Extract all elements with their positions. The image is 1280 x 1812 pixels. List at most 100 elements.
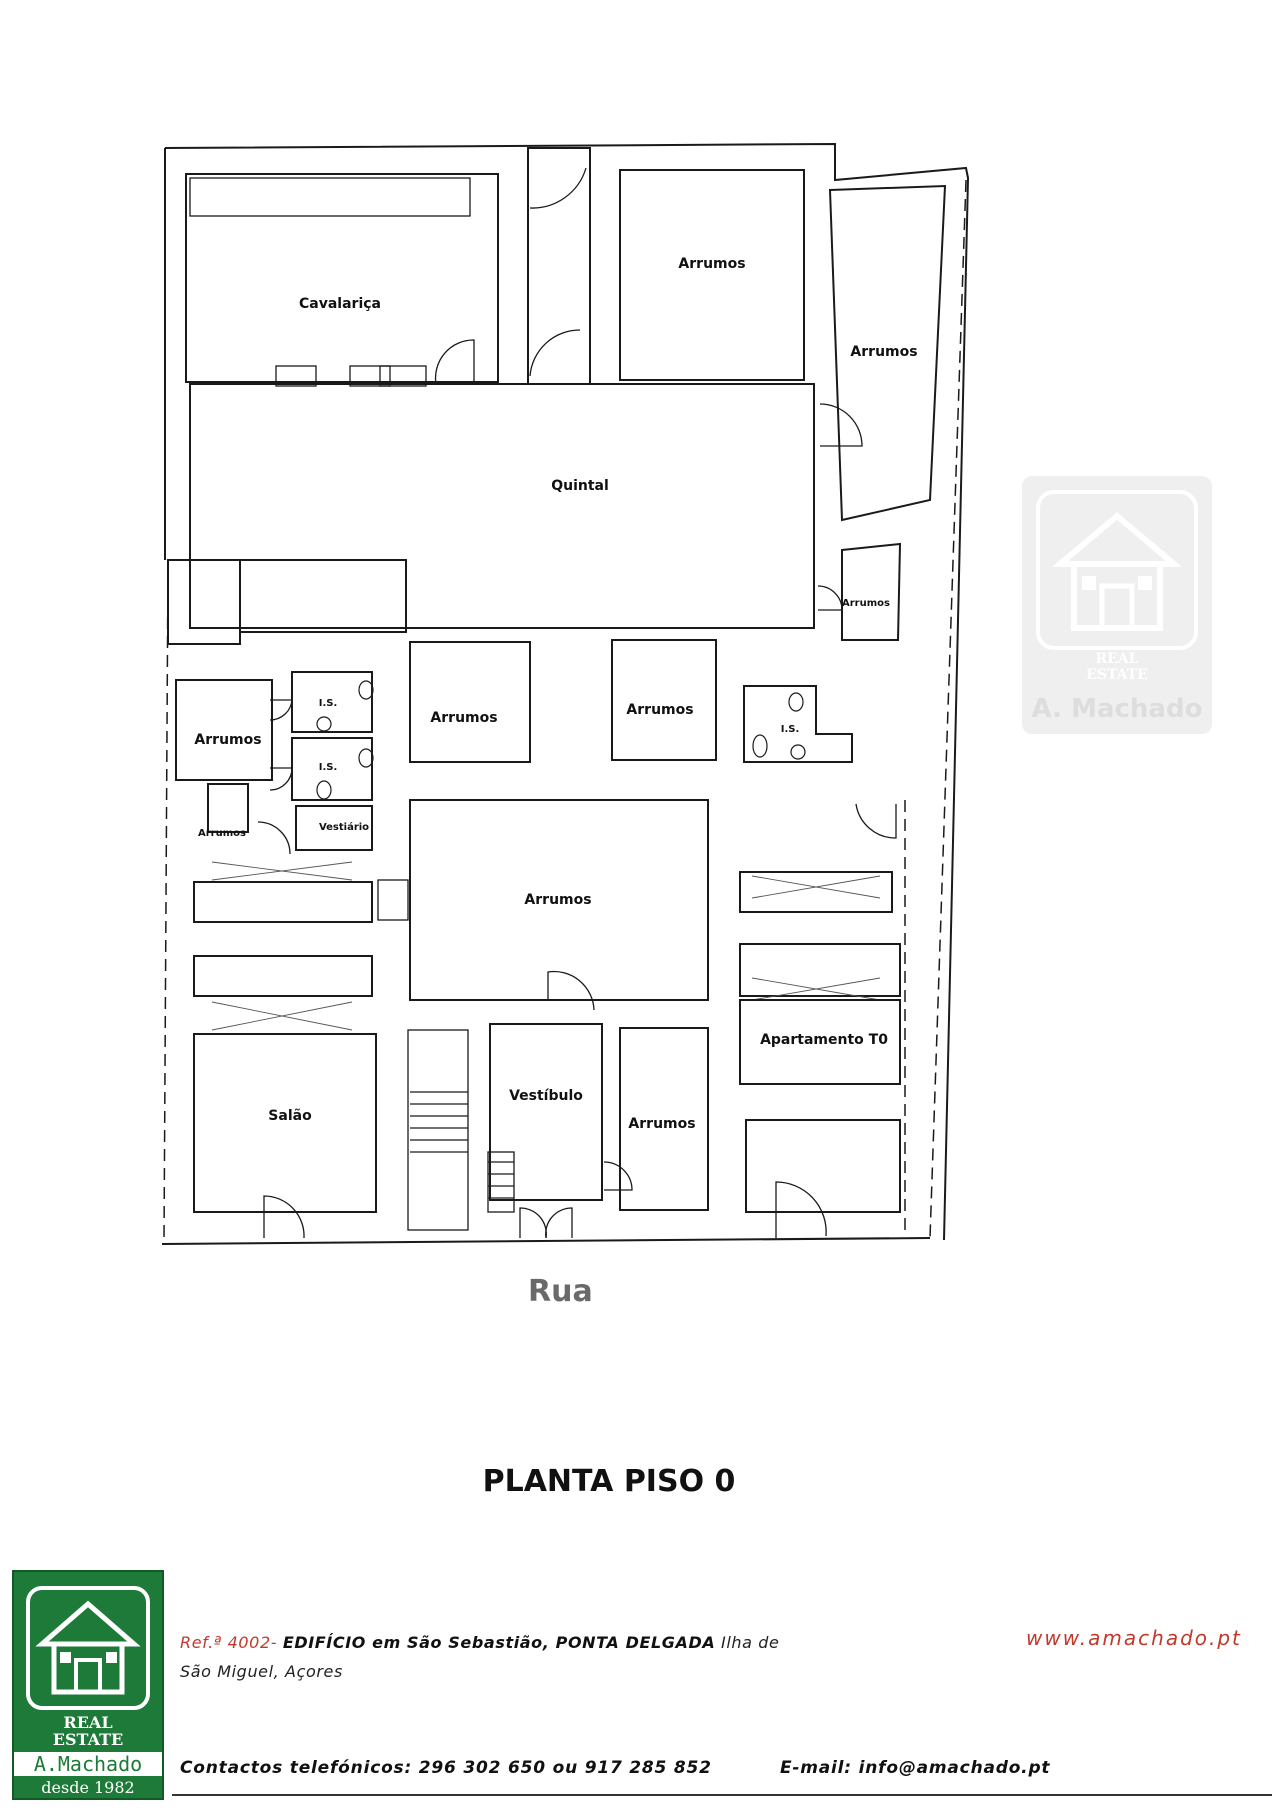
label-arrumos-center-left: Arrumos [430, 710, 497, 726]
watermark-frame [1036, 490, 1198, 650]
label-is-right: I.S. [781, 724, 800, 735]
door-vestibulo-side [603, 1161, 633, 1191]
room-left-connector [239, 559, 407, 633]
label-quintal: Quintal [551, 478, 609, 494]
label-arrumos-right-top: Arrumos [850, 344, 917, 360]
room-left-upper [167, 559, 241, 645]
house-icon [1051, 512, 1183, 631]
toilet-fixture-7 [790, 744, 806, 760]
toilet-fixture-3 [358, 748, 374, 768]
central-notch [377, 879, 409, 921]
label-vestiario: Vestiário [319, 821, 369, 833]
toilet-fixture-2 [316, 716, 332, 732]
beam-right-1 [739, 871, 893, 913]
door-arrumos-small [817, 585, 843, 611]
room-arrumos-top [619, 169, 805, 381]
toilet-fixture-1 [358, 680, 374, 700]
beam-cross [751, 977, 881, 1001]
label-arrumos-left: Arrumos [194, 732, 261, 748]
beam-left-1 [193, 881, 373, 923]
house-icon [35, 1600, 141, 1695]
logo-frame [26, 1586, 150, 1710]
door-passage-top-2 [529, 329, 581, 377]
plan-title: PLANTA PISO 0 [482, 1464, 736, 1499]
room-cavalarica [185, 173, 499, 383]
beam-cross [211, 861, 353, 881]
logo-since: desde 1982 [41, 1778, 135, 1797]
watermark-name: A. Machado [1031, 694, 1203, 724]
door-vestibulo-main-right [545, 1207, 573, 1239]
beam-cross [211, 1001, 353, 1031]
door-passage-top-1 [529, 167, 587, 209]
room-arrumos-small-right [841, 542, 902, 641]
website-link[interactable]: www.amachado.pt [1026, 1626, 1242, 1650]
label-arrumos-bottom: Arrumos [628, 1116, 695, 1132]
property-reference: Ref.ª 4002- EDIFÍCIO em São Sebastião, P… [180, 1628, 780, 1686]
ref-number: Ref.ª 4002- [180, 1633, 278, 1652]
watermark-logo: REAL ESTATE A. Machado [1022, 476, 1212, 734]
label-arrumos-top: Arrumos [678, 256, 745, 272]
footer-divider [172, 1794, 1272, 1796]
room-arrumos-left [175, 679, 273, 781]
door-is-2 [269, 767, 293, 791]
window-1 [275, 365, 317, 387]
label-cavalarica: Cavalariça [299, 296, 381, 312]
room-arrumos-tiny [207, 783, 249, 833]
room-arrumos-central [409, 799, 709, 1001]
logo-estate: ESTATE [52, 1730, 124, 1749]
label-apartamento: Apartamento T0 [760, 1032, 888, 1048]
ref-location: Ilha de São Miguel, Açores [180, 1633, 780, 1681]
room-salao [193, 1033, 377, 1213]
watermark-real: REAL [1095, 651, 1139, 667]
window-2 [349, 365, 391, 387]
floor-plan: Cavalariça Arrumos Arrumos Quintal Arrum… [161, 142, 970, 1245]
contact-phones: Contactos telefónicos: 296 302 650 ou 91… [180, 1758, 712, 1778]
label-arrumos-center-right: Arrumos [626, 702, 693, 718]
door-salao [263, 1195, 305, 1239]
door-vestiario [257, 821, 291, 855]
outer-wall-bottom [161, 1237, 931, 1245]
door-vestibulo-main-left [519, 1207, 547, 1239]
door-is-1 [269, 699, 293, 721]
label-is-2: I.S. [319, 762, 338, 773]
toilet-fixture-6 [752, 734, 768, 758]
boundary-right-dashed [929, 179, 967, 1239]
room-arrumos-right-top [828, 184, 947, 522]
door-vestibulo-top [547, 970, 595, 1011]
room-is-right [743, 685, 853, 763]
boundary-left-dashed [163, 559, 169, 1241]
beam-cross [751, 875, 881, 899]
stair-block [407, 1029, 469, 1231]
room-apartamento [739, 999, 901, 1085]
room-vestiario [295, 805, 373, 851]
stair-lower [487, 1151, 515, 1213]
contact-email[interactable]: E-mail: info@amachado.pt [780, 1758, 1051, 1778]
window-3 [379, 365, 427, 387]
room-arrumos-center-left [409, 641, 531, 763]
label-salao: Salão [268, 1108, 312, 1124]
company-logo: REAL ESTATE A.Machado desde 1982 [12, 1570, 164, 1800]
label-vestibulo: Vestíbulo [509, 1088, 583, 1104]
room-arrumos-bottom [619, 1027, 709, 1211]
room-passage-top [527, 147, 591, 385]
watermark-estate: ESTATE [1086, 667, 1148, 683]
door-right-corridor [855, 803, 897, 839]
logo-name: A.Machado [14, 1752, 162, 1776]
door-right-top [819, 403, 863, 447]
cavalarica-shelf [189, 177, 471, 217]
room-apartamento-lower [745, 1119, 901, 1213]
beam-left-2 [193, 955, 373, 997]
toilet-fixture-5 [788, 692, 804, 712]
door-apartamento [775, 1181, 827, 1238]
beam-right-2 [739, 943, 901, 997]
label-arrumos-central: Arrumos [524, 892, 591, 908]
room-quintal [189, 383, 815, 629]
label-arrumos-small-right: Arrumos [842, 598, 890, 609]
door-cavalarica [434, 339, 475, 385]
street-label: Rua [528, 1274, 593, 1309]
ref-title: EDIFÍCIO em São Sebastião, PONTA DELGADA [282, 1633, 716, 1652]
toilet-fixture-4 [316, 780, 332, 800]
label-arrumos-tiny: Arrumos [198, 828, 246, 839]
room-arrumos-center-right [611, 639, 717, 761]
room-vestibulo [489, 1023, 603, 1201]
